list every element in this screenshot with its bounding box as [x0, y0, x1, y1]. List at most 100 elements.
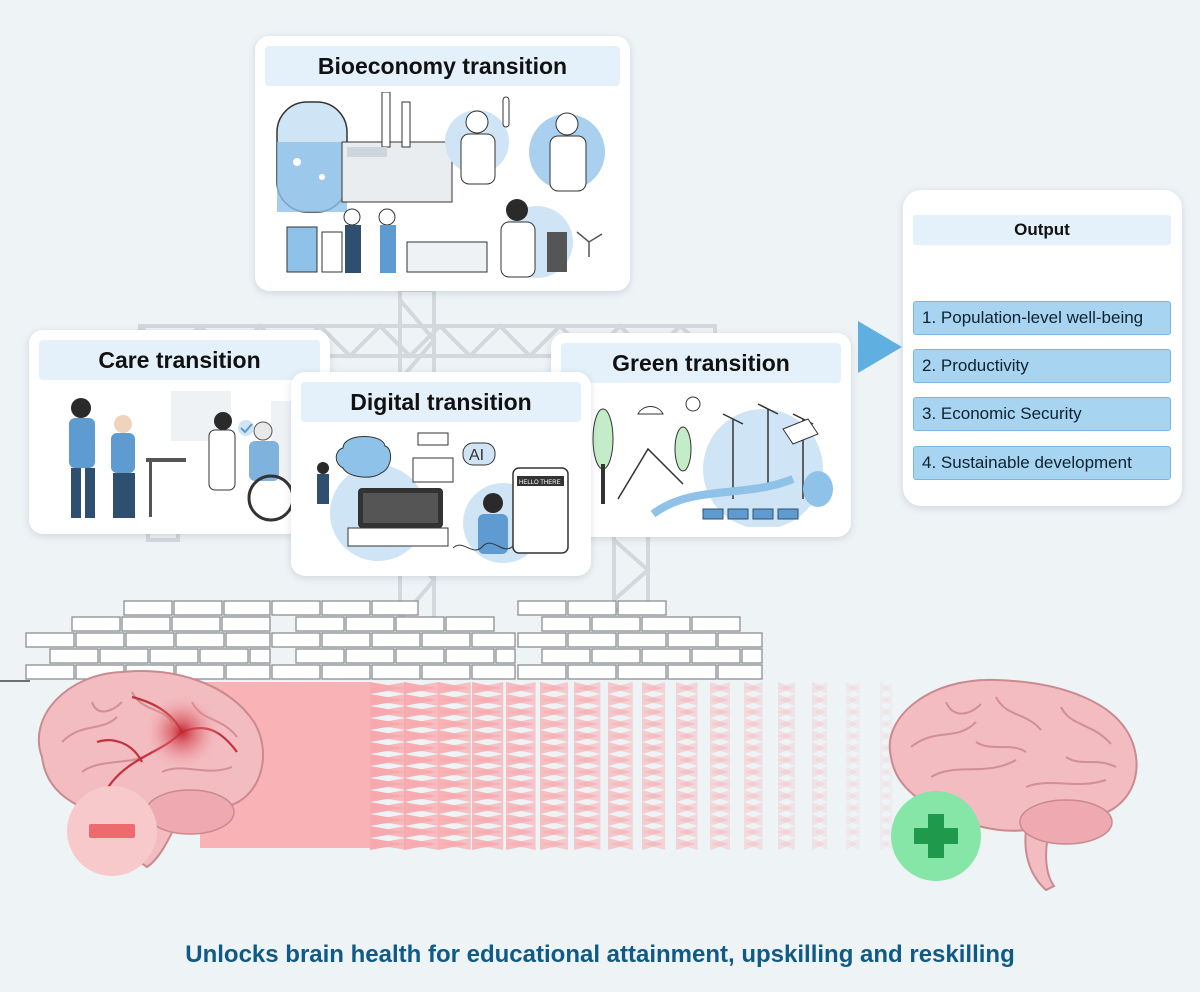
gradient-triangle — [406, 790, 439, 802]
brick — [199, 648, 249, 664]
brick — [617, 600, 667, 616]
gradient-triangle — [372, 706, 406, 718]
chat-label: HELLO THERE — [519, 480, 561, 486]
gradient-triangle — [406, 742, 439, 754]
gradient-triangle — [712, 766, 730, 778]
gradient-triangle — [610, 730, 633, 742]
card-title: Bioeconomy transition — [265, 46, 620, 86]
gradient-triangle — [644, 754, 666, 766]
gradient-triangle — [848, 766, 860, 778]
gradient-triangle — [710, 682, 728, 694]
gradient-triangle — [746, 718, 763, 730]
gradient-triangle — [846, 742, 858, 754]
gradient-triangle — [542, 742, 568, 754]
gradient-triangle — [846, 682, 858, 694]
gradient-triangle — [744, 802, 761, 814]
brick — [321, 664, 371, 680]
brain-icon — [888, 678, 1138, 892]
gradient-triangle — [746, 742, 763, 754]
gradient-triangle — [678, 682, 698, 694]
brick — [49, 648, 99, 664]
gradient-triangle — [642, 706, 664, 718]
brick — [495, 648, 516, 664]
gradient-triangle — [814, 706, 828, 718]
gradient-triangle — [508, 718, 536, 730]
brick — [221, 616, 271, 632]
brick — [223, 600, 271, 616]
gradient-triangle — [848, 742, 860, 754]
gradient-triangle — [814, 718, 828, 730]
gradient-triangle — [676, 754, 696, 766]
gradient-triangle — [712, 814, 730, 826]
brick — [271, 600, 321, 616]
green-illustration — [592, 396, 833, 527]
gradient-triangle — [780, 790, 795, 802]
gradient-triangle — [610, 826, 633, 838]
gradient-triangle — [644, 778, 666, 790]
gradient-triangle — [778, 754, 793, 766]
gradient-triangle — [848, 814, 860, 826]
gradient-triangle — [778, 814, 793, 826]
brick — [345, 648, 395, 664]
gradient-triangle — [814, 754, 828, 766]
gradient-triangle — [848, 826, 860, 838]
gradient-triangle — [744, 742, 761, 754]
gradient-triangle — [780, 838, 795, 850]
gradient-triangle — [812, 718, 826, 730]
gradient-triangle — [778, 838, 793, 850]
gradient-triangle — [710, 814, 728, 826]
gradient-triangle — [644, 718, 666, 730]
care-illustration — [69, 391, 311, 522]
gradient-triangle — [372, 742, 406, 754]
gradient-triangle — [848, 790, 860, 802]
gradient-triangle — [880, 790, 890, 802]
gradient-triangle — [576, 766, 601, 778]
gradient-triangle — [508, 802, 536, 814]
gradient-triangle — [710, 754, 728, 766]
gradient-triangle — [542, 766, 568, 778]
gradient-triangle — [882, 814, 892, 826]
gradient-triangle — [644, 742, 666, 754]
gradient-triangle — [508, 730, 536, 742]
gradient-triangle — [608, 706, 631, 718]
gradient-triangle — [778, 694, 793, 706]
gradient-triangle — [542, 838, 568, 850]
gradient-triangle — [474, 802, 504, 814]
brick — [371, 664, 421, 680]
gradient-triangle — [882, 754, 892, 766]
gradient-triangle — [474, 694, 504, 706]
gradient-triangle — [508, 838, 536, 850]
gradient-triangle — [406, 718, 439, 730]
gradient-triangle — [610, 814, 633, 826]
gradient-triangle — [542, 802, 568, 814]
gradient-triangle — [880, 706, 890, 718]
brick — [541, 616, 591, 632]
gradient-triangle — [710, 790, 728, 802]
gradient-triangle — [712, 826, 730, 838]
gradient-triangle — [744, 754, 761, 766]
gradient-triangle — [474, 730, 504, 742]
gradient-triangle — [642, 742, 664, 754]
gradient-triangle — [778, 730, 793, 742]
gradient-triangle — [846, 706, 858, 718]
gradient-triangle — [814, 826, 828, 838]
gradient-triangle — [678, 814, 698, 826]
gradient-triangle — [440, 826, 471, 838]
gradient-triangle — [406, 778, 439, 790]
brick — [567, 600, 617, 616]
gradient-triangle — [848, 754, 860, 766]
gradient-triangle — [542, 790, 568, 802]
gradient-triangle — [882, 694, 892, 706]
brick — [717, 664, 763, 680]
gradient-triangle — [678, 838, 698, 850]
gradient-triangle — [676, 778, 696, 790]
brick — [371, 632, 421, 648]
gradient-triangle — [780, 742, 795, 754]
gradient-triangle — [678, 826, 698, 838]
brick — [617, 632, 667, 648]
brick — [471, 664, 516, 680]
gradient-triangle — [778, 778, 793, 790]
gradient-triangle — [746, 682, 763, 694]
gradient-triangle — [746, 790, 763, 802]
gradient-triangle — [508, 790, 536, 802]
